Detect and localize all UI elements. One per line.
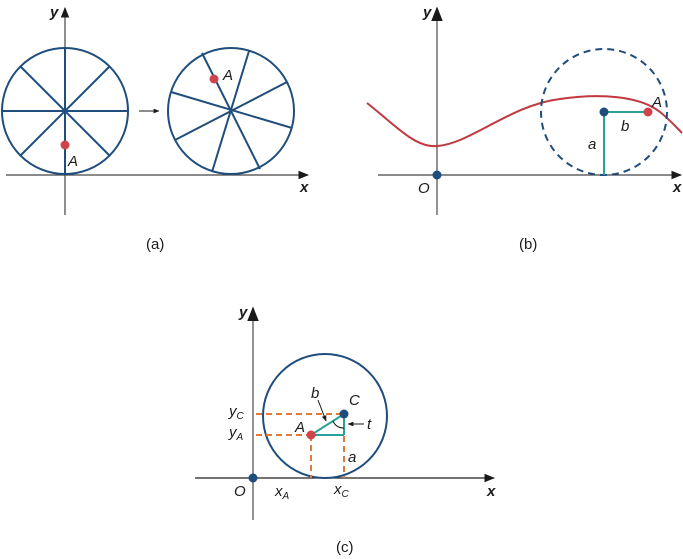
- point-a-label-initial: A: [67, 153, 78, 170]
- point-a: [643, 107, 653, 117]
- caption-c: (c): [336, 539, 354, 556]
- point-a-label-rotated: A: [222, 67, 233, 84]
- y-axis-label: y: [238, 304, 248, 321]
- wheel-rotated: [167, 47, 295, 175]
- y-c-label: yC: [228, 403, 245, 422]
- angle-t-label: t: [367, 416, 372, 433]
- angle-t-arc: [332, 420, 345, 429]
- origin-point: [248, 473, 258, 483]
- origin-point: [432, 170, 442, 180]
- point-a-label: A: [651, 94, 662, 111]
- origin-label: O: [234, 483, 246, 500]
- panel-a: x y A A (a): [1, 4, 310, 253]
- x-a-label: xA: [274, 483, 290, 502]
- caption-a: (a): [146, 236, 164, 253]
- x-c-label: xC: [333, 481, 350, 500]
- point-a-rotated: [209, 74, 219, 84]
- y-axis-label: y: [422, 4, 432, 21]
- x-axis-label: x: [486, 483, 496, 500]
- panel-c: x y b C t A a O yC yA xA xC: [195, 304, 496, 556]
- y-axis-label: y: [49, 4, 59, 21]
- point-a: [306, 430, 316, 440]
- origin-label: O: [418, 180, 430, 197]
- point-a-initial: [60, 140, 70, 150]
- panel-b: x y A b a O (b): [366, 4, 683, 253]
- segment-b-label: b: [311, 385, 319, 402]
- caption-b: (b): [519, 236, 537, 253]
- trochoid-curve: [366, 95, 683, 148]
- y-a-label: yA: [228, 424, 244, 443]
- dashed-guides: [256, 413, 345, 478]
- segment-a-label: a: [348, 449, 356, 466]
- wheel-initial: [1, 47, 129, 175]
- wheel-center: [599, 107, 609, 117]
- b-pointer-arrow: [317, 399, 327, 422]
- point-c-label: C: [349, 392, 360, 409]
- segment-a-label: a: [588, 136, 596, 153]
- triangle-abt: [310, 413, 345, 436]
- x-axis-label: x: [299, 179, 309, 196]
- point-c: [339, 409, 349, 419]
- point-a-label: A: [294, 419, 305, 436]
- x-axis-label: x: [672, 179, 682, 196]
- segment-b-label: b: [621, 118, 629, 135]
- wheel: [262, 353, 388, 479]
